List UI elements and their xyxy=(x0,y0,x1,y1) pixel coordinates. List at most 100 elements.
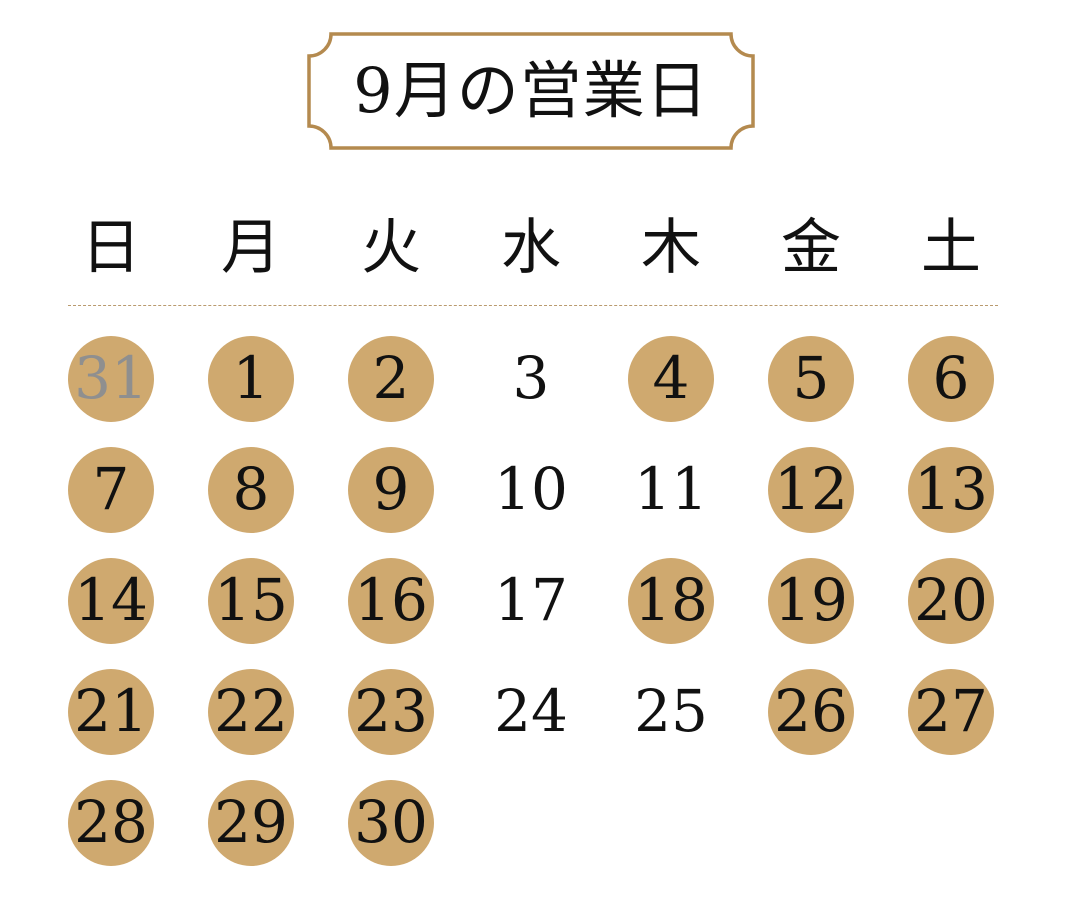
weekday-label: 金 xyxy=(781,213,841,283)
day-number: 15 xyxy=(214,566,288,634)
day-number: 13 xyxy=(914,455,988,523)
day-number: 21 xyxy=(74,677,148,745)
weekday-header: 日月火水木金土 xyxy=(41,208,1021,288)
closed-day-cell: 17 xyxy=(461,545,601,656)
day-number: 19 xyxy=(774,566,848,634)
open-day-cell: 4 xyxy=(601,323,741,434)
open-day-marker xyxy=(208,336,294,422)
open-day-cell: 8 xyxy=(181,434,321,545)
day-number: 10 xyxy=(494,455,568,523)
day-number: 7 xyxy=(92,455,130,523)
day-number: 30 xyxy=(354,788,428,856)
day-number: 20 xyxy=(914,566,988,634)
open-day-marker xyxy=(208,780,294,866)
day-number: 25 xyxy=(634,677,708,745)
open-day-cell: 5 xyxy=(741,323,881,434)
day-number: 12 xyxy=(774,455,848,523)
weekday-label: 土 xyxy=(921,213,981,283)
day-number: 31 xyxy=(74,344,148,412)
open-day-cell: 13 xyxy=(881,434,1021,545)
weekday-label: 月 xyxy=(221,213,281,283)
open-day-cell: 16 xyxy=(321,545,461,656)
open-day-marker xyxy=(768,447,854,533)
day-number: 14 xyxy=(74,566,148,634)
day-number: 27 xyxy=(914,677,988,745)
weekday-label: 水 xyxy=(501,213,561,283)
open-day-marker xyxy=(768,669,854,755)
open-day-cell: 20 xyxy=(881,545,1021,656)
closed-day-cell: 3 xyxy=(461,323,601,434)
open-day-marker xyxy=(628,558,714,644)
open-day-marker xyxy=(768,336,854,422)
day-number: 28 xyxy=(74,788,148,856)
day-number: 24 xyxy=(494,677,568,745)
open-day-cell: 28 xyxy=(41,767,181,878)
open-day-cell: 29 xyxy=(181,767,321,878)
open-day-marker xyxy=(348,669,434,755)
open-day-cell: 30 xyxy=(321,767,461,878)
day-number: 8 xyxy=(232,455,270,523)
open-day-marker xyxy=(208,558,294,644)
open-day-marker xyxy=(908,558,994,644)
open-day-marker xyxy=(628,336,714,422)
day-number: 9 xyxy=(372,455,410,523)
day-number: 1 xyxy=(232,344,270,412)
title-frame: 9月の営業日 xyxy=(305,30,757,152)
open-day-cell: 7 xyxy=(41,434,181,545)
open-day-cell: 2 xyxy=(321,323,461,434)
header-divider xyxy=(68,305,998,306)
open-day-cell: 22 xyxy=(181,656,321,767)
open-day-marker xyxy=(768,558,854,644)
day-number: 22 xyxy=(214,677,288,745)
open-day-marker xyxy=(348,780,434,866)
open-day-cell: 6 xyxy=(881,323,1021,434)
day-number: 18 xyxy=(634,566,708,634)
page-title: 9月の営業日 xyxy=(353,54,709,127)
open-day-cell: 26 xyxy=(741,656,881,767)
open-day-marker xyxy=(208,447,294,533)
open-day-cell: 19 xyxy=(741,545,881,656)
open-day-cell: 27 xyxy=(881,656,1021,767)
day-number: 6 xyxy=(932,344,970,412)
open-day-marker xyxy=(908,447,994,533)
open-day-marker xyxy=(68,558,154,644)
open-day-marker xyxy=(208,669,294,755)
closed-day-cell: 24 xyxy=(461,656,601,767)
open-day-marker xyxy=(348,336,434,422)
day-number: 11 xyxy=(634,455,708,523)
ornate-frame-border xyxy=(307,32,755,150)
open-day-marker xyxy=(348,558,434,644)
open-day-cell: 31 xyxy=(41,323,181,434)
open-day-marker xyxy=(908,669,994,755)
open-day-cell: 18 xyxy=(601,545,741,656)
open-day-marker xyxy=(68,336,154,422)
day-number: 29 xyxy=(214,788,288,856)
closed-day-cell: 25 xyxy=(601,656,741,767)
open-day-cell: 9 xyxy=(321,434,461,545)
day-number: 2 xyxy=(372,344,410,412)
weekday-label: 木 xyxy=(641,213,701,283)
day-number: 16 xyxy=(354,566,428,634)
open-day-cell: 21 xyxy=(41,656,181,767)
open-day-cell: 12 xyxy=(741,434,881,545)
open-day-cell: 15 xyxy=(181,545,321,656)
day-number: 23 xyxy=(354,677,428,745)
day-number: 4 xyxy=(652,344,690,412)
closed-day-cell: 10 xyxy=(461,434,601,545)
open-day-marker xyxy=(348,447,434,533)
day-number: 5 xyxy=(792,344,830,412)
day-number: 3 xyxy=(512,344,550,412)
weekday-label: 日 xyxy=(81,213,141,283)
open-day-marker xyxy=(68,669,154,755)
open-day-cell: 1 xyxy=(181,323,321,434)
open-day-marker xyxy=(68,447,154,533)
open-day-cell: 23 xyxy=(321,656,461,767)
open-day-marker xyxy=(908,336,994,422)
day-number: 17 xyxy=(494,566,568,634)
open-day-marker xyxy=(68,780,154,866)
closed-day-cell: 11 xyxy=(601,434,741,545)
open-day-cell: 14 xyxy=(41,545,181,656)
day-number: 26 xyxy=(774,677,848,745)
weekday-label: 火 xyxy=(361,213,421,283)
